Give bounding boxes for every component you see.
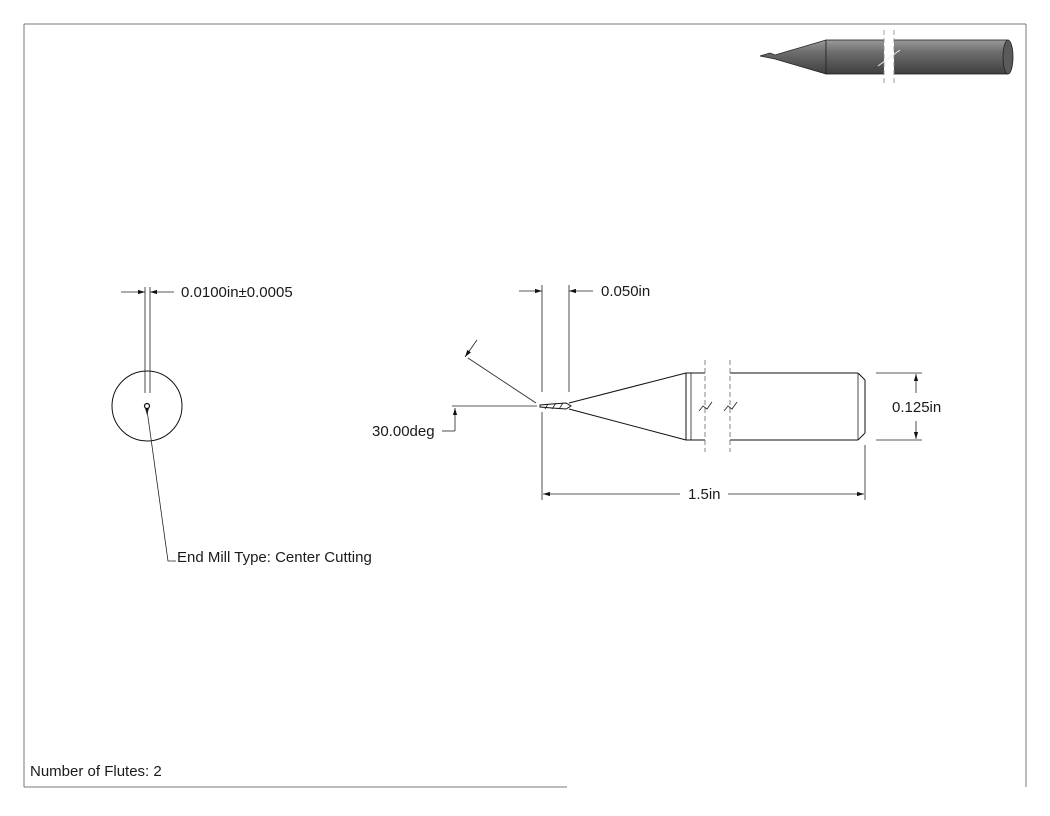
sheet-border: [23, 23, 1027, 788]
overall-length-dimension: [541, 412, 866, 500]
isometric-view: [759, 30, 1014, 84]
flutes-note: Number of Flutes: 2: [30, 763, 162, 780]
flute-length-dimension: [519, 285, 593, 392]
flute-length-dim: 0.050in: [601, 283, 650, 300]
angle-dimension: [442, 339, 537, 432]
shank-diameter-dim: 0.125in: [892, 399, 941, 416]
end-view: [111, 287, 183, 562]
overall-length-dim: 1.5in: [688, 486, 721, 503]
side-view: [539, 360, 866, 452]
end-mill-type-note: End Mill Type: Center Cutting: [177, 549, 372, 566]
angle-dim: 30.00deg: [372, 423, 435, 440]
shank-diameter-dimension: [876, 372, 922, 441]
tip-diameter-dim: 0.0100in±0.0005: [181, 284, 293, 301]
